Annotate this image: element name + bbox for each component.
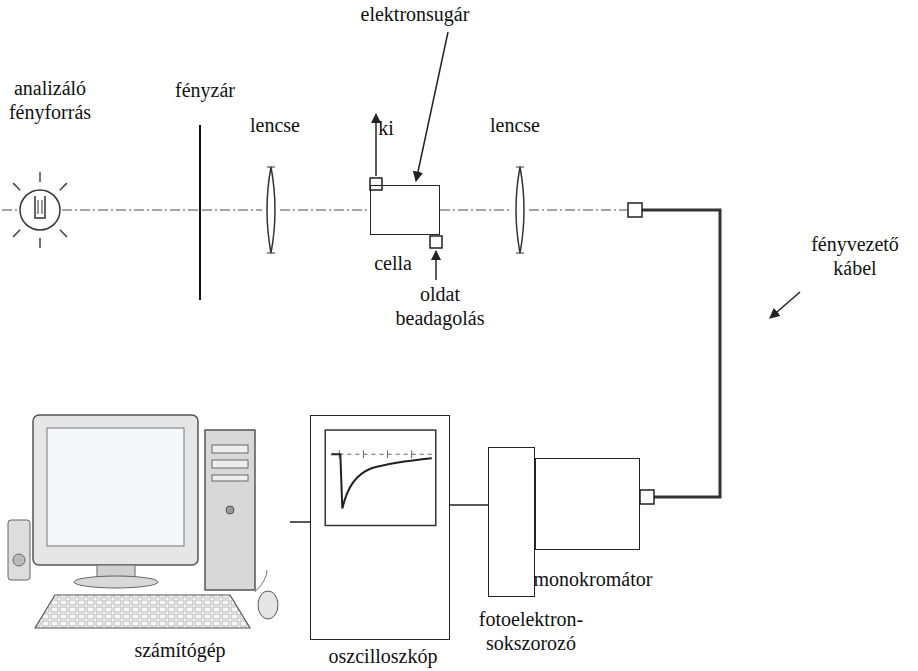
callout-arrow — [770, 292, 800, 318]
callout-label: fényvezető kábel — [800, 232, 910, 280]
node-label: oszcilloszkóp — [298, 644, 468, 668]
oscilloscope-screen — [311, 416, 449, 639]
shutter-line — [198, 125, 202, 300]
optical-axis — [202, 209, 262, 211]
label-text: oldat beadagolás — [385, 282, 495, 330]
node-label: analizáló fényforrás — [0, 76, 105, 124]
connector — [280, 210, 370, 211]
connector — [202, 210, 262, 211]
node-label: lencse — [465, 113, 565, 137]
light-rays — [13, 172, 67, 248]
connector — [290, 522, 310, 523]
monochromator: monokromátor — [535, 458, 640, 550]
computer: számítógép — [5, 410, 290, 632]
optical-axis — [2, 209, 18, 211]
lens-symbol — [262, 165, 280, 255]
computer-illustration — [5, 410, 290, 632]
photomultiplier: fotoelektron- sokszorozó — [488, 447, 535, 597]
node-label: fotoelektron- sokszorozó — [466, 607, 596, 655]
label-text: ki — [366, 116, 406, 140]
optical-axis — [280, 209, 370, 211]
light-source: analizáló fényforrás — [18, 188, 62, 232]
lens: lencse — [511, 165, 529, 255]
node-label: monokromátor — [513, 567, 673, 591]
electron-beam-arrow — [416, 32, 448, 181]
signal-wire — [450, 504, 488, 506]
optical-axis — [62, 209, 198, 211]
lens-symbol — [511, 165, 529, 255]
oscilloscope: oszcilloszkóp — [310, 415, 450, 640]
sample-cell: cella — [370, 185, 440, 235]
lens: lencse — [262, 165, 280, 255]
node-label: lencse — [225, 113, 325, 137]
optical-axis — [529, 209, 628, 211]
node-label: fényzár — [145, 78, 265, 102]
node-label: cella — [343, 251, 443, 275]
inlet-port — [430, 236, 442, 248]
inlet-arrow — [435, 251, 437, 280]
fiber-cable — [640, 210, 720, 497]
connector — [62, 210, 198, 211]
lamp-symbol — [18, 188, 62, 232]
optical-axis — [440, 209, 511, 211]
outlet-arrow — [375, 114, 377, 176]
outlet-port — [370, 178, 382, 190]
shutter: fényzár — [198, 125, 202, 300]
fiber-output — [640, 490, 654, 504]
connector — [440, 210, 511, 211]
connector — [450, 505, 488, 506]
node-label: számítógép — [95, 638, 265, 662]
signal-wire — [290, 521, 310, 523]
connector — [529, 210, 720, 497]
fiber-input — [628, 203, 642, 217]
label-text: elektronsugár — [335, 2, 495, 26]
